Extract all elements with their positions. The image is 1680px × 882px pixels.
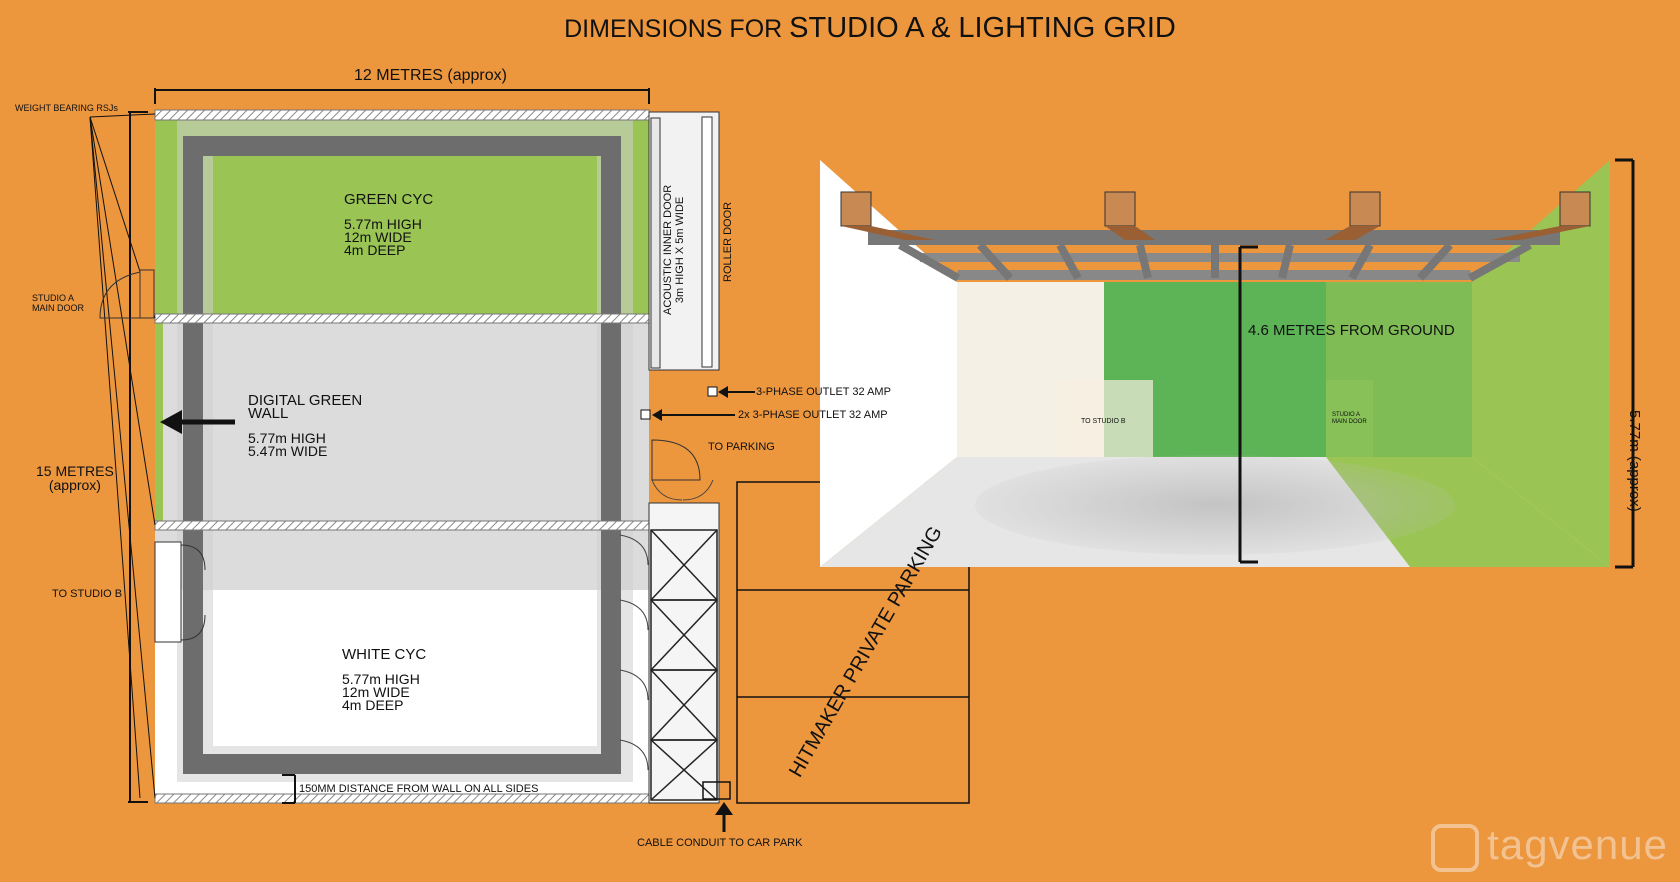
- distance-note: 150MM DISTANCE FROM WALL ON ALL SIDES: [299, 783, 539, 795]
- rsj-label: WEIGHT BEARING RSJs: [15, 103, 118, 113]
- rsj-beam-top: [154, 109, 650, 121]
- height-dimension-label: 15 METRES (approx): [36, 463, 114, 493]
- title-prefix: DIMENSIONS FOR: [564, 15, 790, 43]
- digital-wall-specs: 5.77m HIGH 5.47m WIDE: [248, 430, 328, 459]
- studio-b-door: [154, 541, 182, 643]
- width-dimension-label: 12 METRES (approx): [354, 67, 507, 84]
- outlet-label-2: 2x 3-PHASE OUTLET 32 AMP: [738, 409, 888, 421]
- render-main-door: STUDIO A MAIN DOOR: [1332, 412, 1367, 425]
- render-lighting-grid: [840, 191, 1591, 282]
- watermark-logo-icon: [1431, 824, 1480, 872]
- cable-conduit-label: CABLE CONDUIT TO CAR PARK: [637, 837, 803, 849]
- left-green-strip: [155, 318, 163, 523]
- white-cyc-specs: 5.77m HIGH 12m WIDE 4m DEEP: [342, 671, 420, 713]
- digital-wall-area: [155, 318, 649, 590]
- green-cyc-specs: 5.77m HIGH 12m WIDE 4m DEEP: [344, 216, 422, 258]
- roller-door-label: ROLLER DOOR: [722, 201, 734, 282]
- equipment-bay: [648, 502, 720, 804]
- rsj-beam-bottom: [154, 793, 650, 804]
- to-studio-b-label: TO STUDIO B: [52, 588, 123, 600]
- acoustic-door-label: ACOUSTIC INNER DOOR 3m HIGH X 5m WIDE: [662, 184, 686, 315]
- render-to-studio-b: TO STUDIO B: [1081, 418, 1126, 425]
- rsj-beam-mid-1: [154, 313, 650, 324]
- white-cyc-title: WHITE CYC: [342, 646, 427, 663]
- main-door-label: STUDIO A MAIN DOOR: [32, 293, 85, 313]
- acoustic-door-slot: [650, 117, 661, 369]
- green-cyc-title: GREEN CYC: [344, 191, 434, 208]
- page-title: DIMENSIONS FOR STUDIO A & LIGHTING GRID: [0, 12, 1680, 45]
- digital-wall-title: DIGITAL GREEN WALL: [248, 392, 363, 422]
- watermark-text: tagvenue: [1487, 821, 1668, 869]
- to-parking-label: TO PARKING: [708, 441, 775, 453]
- title-main: STUDIO A & LIGHTING GRID: [789, 12, 1176, 44]
- roller-door-slot: [701, 116, 713, 368]
- outlet-label-1: 3-PHASE OUTLET 32 AMP: [756, 386, 891, 398]
- watermark: tagvenue: [1431, 821, 1668, 872]
- lighting-track: [183, 136, 621, 774]
- total-height-label: 5.77m (approx): [1626, 410, 1643, 512]
- rsj-beam-mid-2: [154, 520, 650, 531]
- height-from-ground-label: 4.6 METRES FROM GROUND: [1248, 322, 1455, 339]
